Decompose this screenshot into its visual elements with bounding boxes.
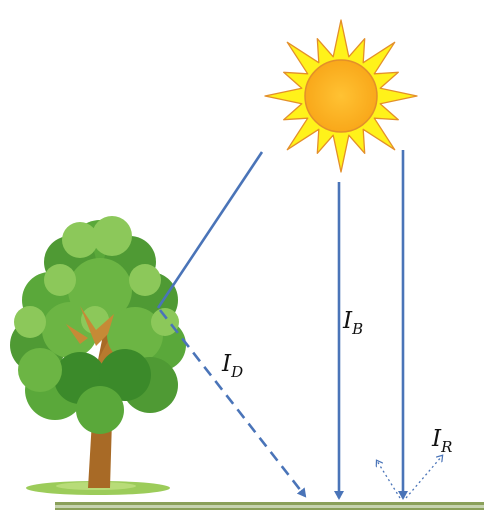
- sun-icon: [264, 19, 418, 173]
- foliage-cluster: [76, 386, 124, 434]
- foliage-cluster: [18, 348, 62, 392]
- sun-to-tree-ray: [156, 151, 264, 309]
- ground: [55, 502, 484, 510]
- foliage-cluster: [99, 349, 151, 401]
- reflected-ray-left: [377, 461, 401, 499]
- diffuse-ray: [158, 309, 307, 498]
- foliage-cluster: [62, 222, 98, 258]
- reflected-label: IR: [431, 426, 452, 456]
- foliage-cluster: [44, 264, 76, 296]
- foliage-cluster: [107, 307, 163, 363]
- foliage-cluster: [151, 308, 179, 336]
- diffuse-label: ID: [221, 351, 243, 381]
- beam-label: IB: [342, 308, 363, 338]
- reflected-ray-right: [405, 456, 442, 499]
- foliage-cluster: [92, 216, 132, 256]
- foliage-cluster: [129, 264, 161, 296]
- foliage-cluster: [14, 306, 46, 338]
- tree-icon: [10, 216, 186, 495]
